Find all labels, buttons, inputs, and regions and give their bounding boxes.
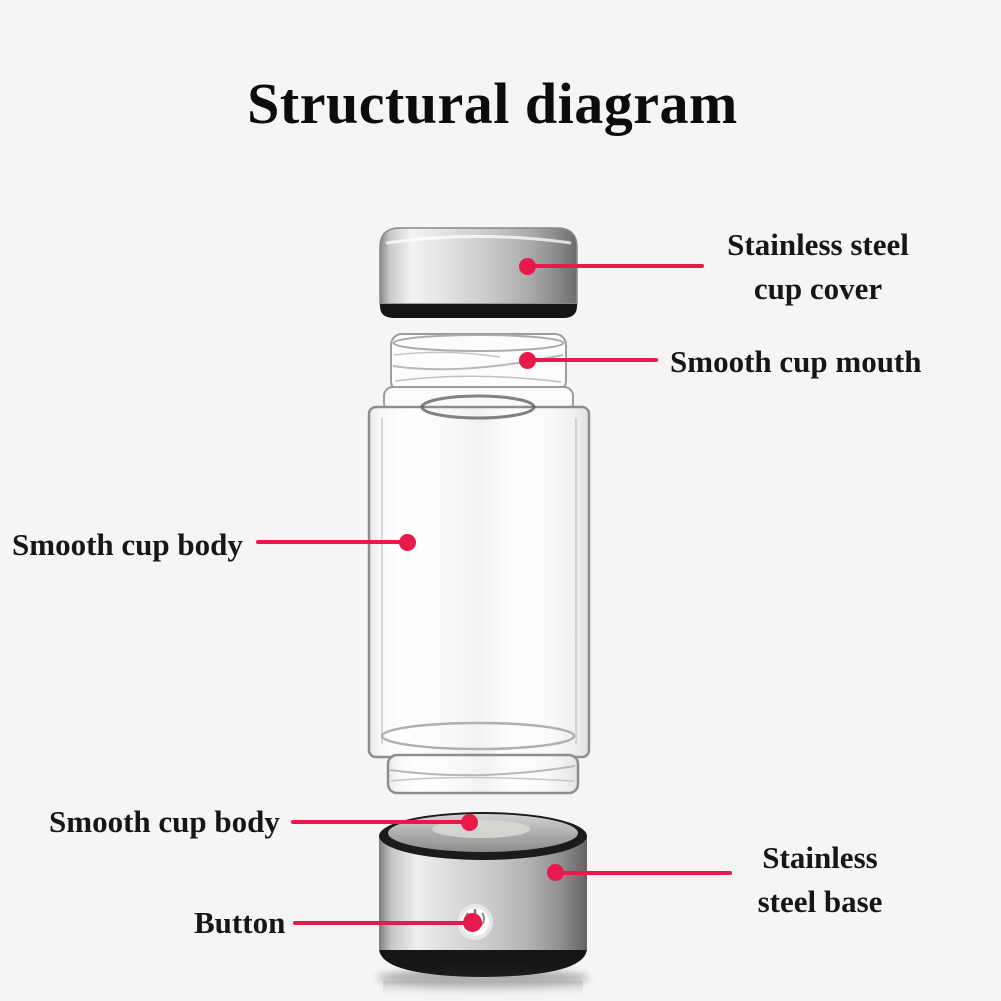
anchor-dot-cup-mouth [519, 352, 536, 369]
leader-line-cup-body-lower [291, 820, 473, 824]
label-cup-body-lower: Smooth cup body [49, 800, 280, 844]
label-line: Stainless steel [727, 227, 909, 262]
leader-line-cup-cover [528, 264, 704, 268]
label-button: Button [194, 901, 285, 945]
cup-mouth-shape [383, 333, 574, 413]
cup-base-shape [379, 812, 587, 977]
leader-line-cup-body-upper [256, 540, 411, 544]
cup-cover-shape [379, 227, 578, 318]
label-line: Button [194, 905, 286, 940]
anchor-dot-cup-body-upper [399, 534, 416, 551]
label-line: cup cover [753, 271, 883, 306]
page-title: Structural diagram [247, 71, 738, 136]
cup-body-shape [367, 394, 591, 795]
label-cup-mouth: Smooth cup mouth [670, 340, 922, 384]
anchor-dot-cup-cover [519, 258, 536, 275]
label-line: Smooth cup mouth [670, 344, 922, 379]
anchor-dot-button [463, 913, 482, 932]
label-cup-body-upper: Smooth cup body [12, 523, 243, 567]
label-line: Stainless [762, 840, 878, 875]
leader-line-cup-mouth [530, 358, 658, 362]
base-reflection [377, 969, 589, 1001]
leader-line-button [293, 921, 476, 925]
label-line: Smooth cup body [12, 527, 243, 562]
anchor-dot-cup-body-lower [461, 814, 478, 831]
leader-line-base [556, 871, 732, 875]
label-line: steel base [757, 884, 883, 919]
label-line: Smooth cup body [49, 804, 280, 839]
anchor-dot-base [547, 864, 564, 881]
label-cup-cover: Stainless steel cup cover [700, 223, 936, 311]
label-base: Stainless steel base [737, 836, 903, 924]
